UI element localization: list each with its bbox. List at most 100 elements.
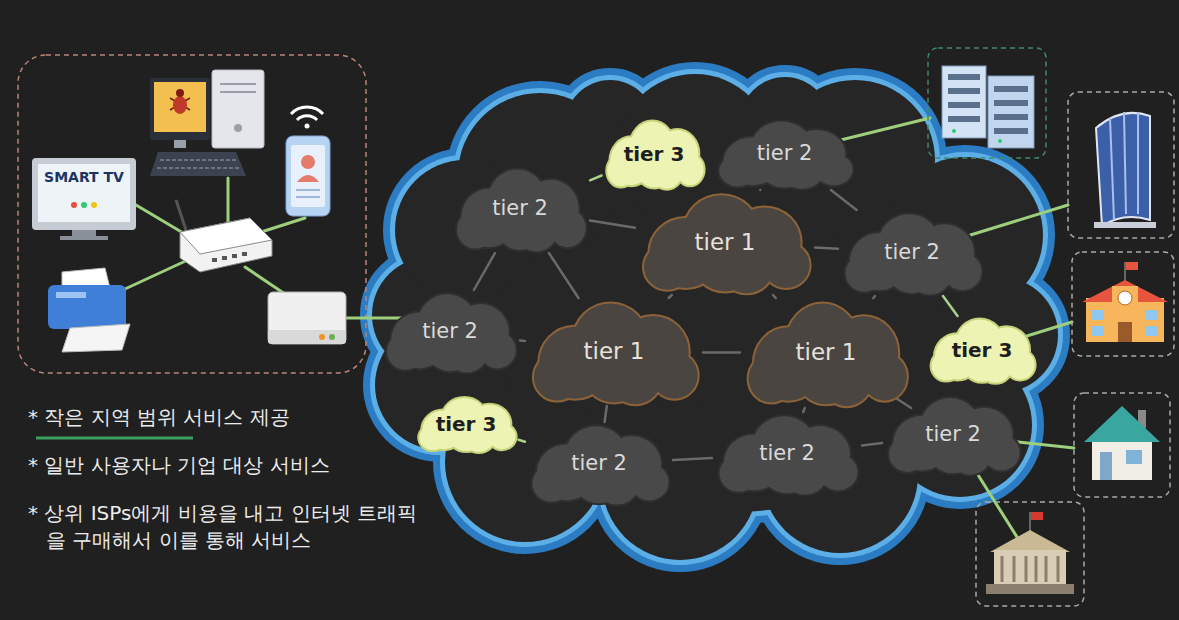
server-icon-part — [942, 66, 986, 138]
tier-label: tier 2 — [571, 451, 627, 476]
cloud-shape — [712, 118, 857, 190]
computer-icon-part — [176, 89, 184, 97]
server-icon-part — [994, 100, 1028, 106]
tv-icon-part — [71, 202, 77, 208]
school-icon-part — [1092, 326, 1104, 336]
cloud-shape — [719, 122, 852, 189]
router-icon-part — [180, 218, 272, 254]
phone-icon-part — [297, 175, 319, 182]
house-icon-part — [1084, 406, 1160, 442]
server-icon-part — [952, 129, 956, 133]
tv-icon-part — [32, 158, 136, 230]
tier2-cloud: tier 2 — [712, 412, 862, 496]
school-icon-part — [1072, 252, 1174, 356]
tier-label: tier 1 — [695, 229, 756, 257]
wire-part — [982, 322, 1072, 350]
wire-part — [346, 317, 405, 320]
network-link — [669, 295, 672, 298]
tier1-cloud: tier 1 — [635, 190, 815, 295]
router-icon-part — [222, 256, 227, 260]
cloud-shape — [387, 294, 516, 372]
tier-label: tier 2 — [884, 240, 940, 265]
network-link — [831, 190, 857, 210]
phone-icon-part — [291, 145, 325, 207]
cloud-shape — [889, 398, 1020, 475]
cloud-shape — [607, 122, 703, 189]
network-link — [862, 443, 882, 445]
network-link — [474, 253, 495, 290]
wire-part — [245, 267, 285, 294]
phone-icon-part — [305, 124, 310, 129]
government-building-icon-part — [994, 550, 1066, 586]
modem-icon-part — [319, 334, 325, 340]
house-icon-part — [1074, 393, 1170, 497]
government-building-icon-part — [976, 502, 1084, 606]
network-link — [873, 296, 875, 298]
internet-cloud-part — [372, 74, 1058, 560]
network-link — [803, 408, 805, 412]
server-icon-part — [988, 76, 1034, 148]
server-icon-part — [998, 139, 1002, 143]
cloud-shape — [749, 304, 907, 407]
tier2-cloud: tier 2 — [838, 210, 986, 296]
router-icon-part — [242, 252, 247, 256]
office-building-icon-part — [1124, 112, 1126, 214]
network-link — [590, 176, 602, 181]
tv-icon-part — [38, 164, 130, 222]
government-building-icon-part — [986, 584, 1074, 594]
cloud-shape — [607, 122, 703, 189]
cloud-shape — [457, 169, 586, 251]
phone-icon-part — [301, 155, 315, 169]
network-link — [605, 406, 607, 422]
tier-label: tier 1 — [796, 339, 857, 367]
server-icon — [928, 48, 1046, 158]
server-icon-part — [994, 128, 1028, 134]
cloud-shape — [602, 118, 707, 190]
cloud-shape — [534, 303, 698, 404]
cloud-shape — [889, 398, 1020, 475]
server-icon-part — [948, 74, 980, 80]
tier2-cloud: tier 2 — [882, 394, 1024, 476]
computer-icon-part — [234, 124, 242, 132]
router-icon — [176, 200, 272, 272]
router-icon-part — [212, 258, 217, 262]
tier3-cloud: tier 3 — [602, 118, 707, 190]
printer-icon-part — [48, 285, 126, 329]
home-panel — [18, 55, 366, 373]
office-building-icon-part — [1110, 118, 1114, 220]
cloud-shape — [525, 422, 673, 506]
wire-part — [953, 435, 1022, 545]
router-icon-part — [176, 200, 186, 230]
cloud-shape — [720, 416, 858, 494]
wire-part — [912, 205, 1068, 253]
computer-icon-part — [150, 78, 210, 140]
bullet-note: * 상위 ISPs에게 비용을 내고 인터넷 트래픽을 구매해서 이를 통해 서… — [28, 500, 418, 554]
cloud-shape — [845, 214, 981, 294]
modem-icon-part — [268, 292, 346, 344]
government-building-icon — [976, 502, 1084, 606]
server-icon-part — [948, 88, 980, 94]
bullet-note: * 일반 사용자나 기업 대상 서비스 — [28, 452, 388, 479]
government-building-icon-part — [1029, 512, 1031, 532]
wire-part — [953, 435, 1074, 448]
school-icon-part — [1118, 322, 1132, 342]
cloud-shape — [534, 303, 698, 404]
network-link — [943, 296, 958, 316]
office-building-icon-part — [1094, 222, 1156, 228]
server-icon-part — [994, 114, 1028, 120]
server-icon-part — [928, 48, 1046, 158]
cloud-shape — [380, 290, 520, 374]
cloud-shape — [414, 395, 519, 453]
house-icon-part — [1126, 450, 1142, 464]
cloud-shape — [712, 412, 862, 496]
cloud-shape — [532, 426, 668, 504]
tier-label: tier 3 — [952, 338, 1013, 362]
tier-label: tier 3 — [624, 142, 685, 166]
tier2-cloud: tier 2 — [525, 422, 673, 506]
office-building-icon-part — [1068, 92, 1174, 238]
wire-part — [227, 178, 230, 222]
school-icon-part — [1146, 326, 1158, 336]
tier-label: tier 3 — [436, 412, 497, 436]
